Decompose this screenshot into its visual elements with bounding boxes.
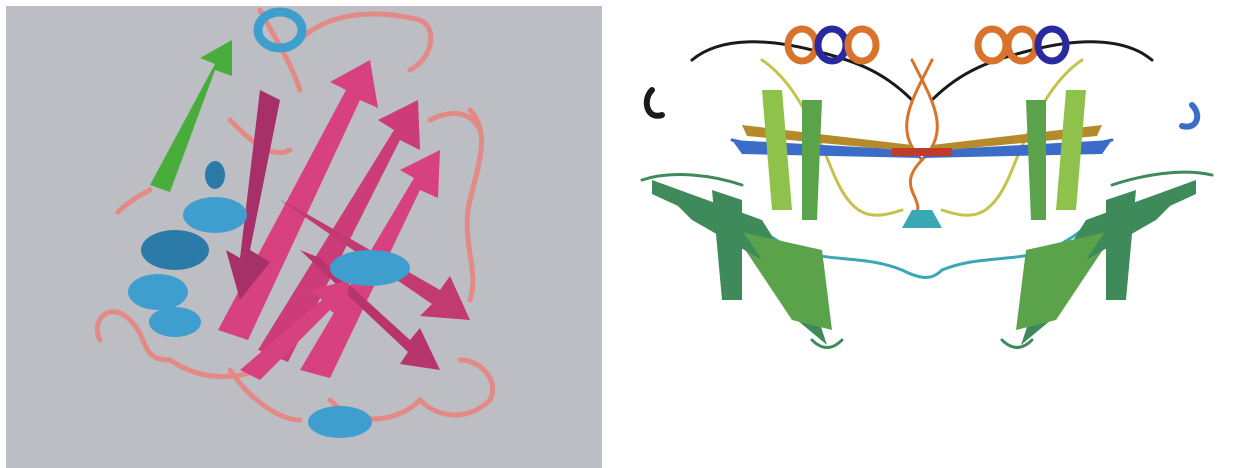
right-panel-background [612,0,1236,468]
protein-dimer-ribbon-image [612,0,1236,468]
left-protein-panel [0,0,604,468]
helix-upper-left [183,197,247,233]
protein-monomer-ribbon-image [0,0,604,468]
helix-small [205,161,225,189]
helix-left [141,230,209,270]
helix-right [330,250,410,286]
helix-bottom [308,406,372,438]
right-protein-panel [612,0,1236,468]
helix-lower-left [128,274,188,310]
left-panel-background [6,6,602,468]
helix-bottom-left [149,307,201,337]
